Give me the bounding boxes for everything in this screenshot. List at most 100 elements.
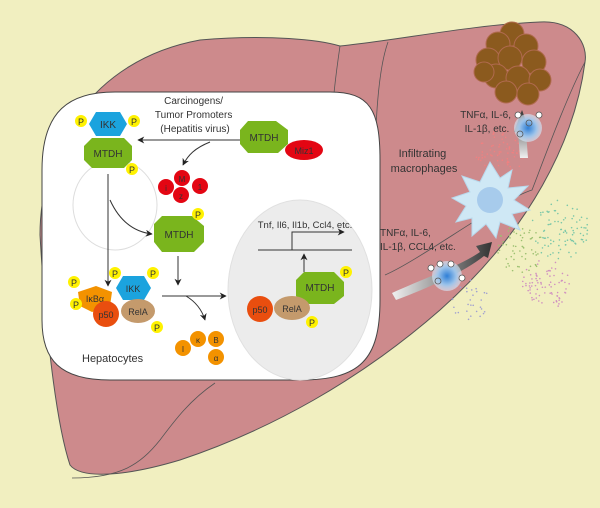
cytokine-dot [556, 291, 559, 294]
svg-text:M: M [179, 175, 186, 184]
cytokine-dot [477, 158, 480, 161]
ikk-protein [89, 112, 127, 136]
cytokine-dot [529, 229, 531, 232]
cytokine-dot [538, 294, 541, 297]
cytokine-dot [453, 306, 455, 309]
cytokine-dot [484, 156, 486, 158]
svg-text:z: z [179, 192, 183, 201]
cytokine-dot [535, 265, 538, 268]
cytokine-dot [490, 154, 492, 156]
cytokine-dot [539, 236, 542, 239]
cytokine-dot [566, 239, 569, 242]
infiltrating-macrophages-label: Infiltrating macrophages [391, 148, 458, 175]
ikk-label: IKK [100, 120, 116, 131]
cytokine-dot [483, 291, 486, 294]
p50-label: p50 [252, 305, 267, 315]
cytokine-dot [507, 152, 509, 154]
cytokine-dot [519, 250, 521, 252]
cytokine-dot [560, 221, 563, 224]
cytokine-dot [485, 292, 488, 295]
cytokine-dot [505, 258, 508, 260]
cytokine-dot [586, 229, 589, 232]
arrow-to-miz1 [182, 141, 211, 166]
hepatocytes-label: Hepatocytes [82, 353, 144, 365]
cytokine-dot [508, 148, 511, 150]
cytokine-dot [510, 255, 513, 258]
cytokine-dot [537, 281, 539, 284]
rela-protein [121, 299, 155, 323]
cytokine-dot [562, 218, 565, 221]
cytokine-dot [546, 270, 548, 273]
cytokine-dot [572, 215, 575, 217]
svg-text:κ: κ [196, 336, 201, 345]
cytokine-dot [553, 274, 555, 277]
cytokine-dot [501, 138, 504, 140]
cytokine-dot [525, 268, 528, 271]
cytokine-dot [493, 150, 496, 153]
cytokine-dot [554, 261, 557, 264]
cytokine-dot [586, 223, 589, 226]
cytokine-dot [564, 281, 566, 284]
svg-text:P: P [112, 269, 118, 279]
cytokine-dot [482, 312, 485, 315]
target-genes-label: Tnf, Il6, Il1b, Ccl4, etc. [258, 220, 353, 231]
cytokine-dot [550, 242, 552, 245]
cytokine-dot [472, 304, 475, 307]
miz1-dissociated: M i z 1 [158, 170, 208, 203]
svg-text:P: P [154, 323, 160, 333]
cytokine-dot [524, 252, 527, 255]
ikba-label: IκBα [86, 294, 104, 304]
ikba-degraded: I κ B α [175, 331, 224, 365]
cytokine-dot [531, 219, 534, 222]
cytokine-dot [557, 251, 560, 254]
p50-protein [93, 301, 119, 327]
cytokine-dot [535, 231, 537, 234]
cytokine-dot [558, 297, 561, 300]
cytokine-dot [571, 233, 574, 236]
cytokine-dot [575, 252, 577, 254]
cytokine-dot [585, 227, 587, 229]
cytokine-dot [564, 243, 567, 246]
cytokine-dot [564, 217, 567, 219]
cytokine-dot [529, 238, 532, 240]
cytokine-dot [544, 244, 546, 247]
cytokine-dot [534, 251, 537, 253]
miz1-protein [285, 140, 323, 160]
cytokine-dot [561, 272, 564, 275]
cytokine-dot [498, 153, 501, 155]
cytokine-dot [535, 272, 537, 275]
cytokine-dot [486, 153, 489, 155]
cytokine-dot [512, 149, 515, 152]
cytokine-dot [539, 277, 541, 280]
svg-text:P: P [150, 269, 156, 279]
cytokine-dot [582, 234, 585, 237]
cytokine-dot [549, 281, 552, 284]
phospho-site [340, 266, 352, 278]
cytokine-dot [524, 258, 527, 260]
cytokine-dot [470, 304, 472, 306]
cytokine-dot [507, 161, 510, 163]
cytokine-dot [507, 262, 509, 265]
cytokine-dot [552, 240, 555, 243]
cytokine-dot [470, 289, 473, 291]
cytokine-dot [501, 133, 504, 136]
cytokine-dot [534, 284, 537, 287]
cytokine-dot [561, 279, 564, 282]
phospho-group: P P P P P [68, 267, 163, 333]
mtdh-label: MTDH [94, 149, 123, 160]
phospho-site [192, 208, 204, 220]
cytokine-dot [557, 220, 559, 223]
mtdh-label: MTDH [165, 230, 194, 241]
cytokine-dot [528, 269, 530, 272]
cytokine-dot [513, 231, 515, 233]
cytokine-dot [502, 132, 505, 134]
cytokine-dot [516, 152, 518, 155]
cytokine-dot [513, 155, 516, 158]
cytokine-dot [475, 156, 478, 159]
cytokine-dot [518, 165, 521, 168]
cytokine-dot [550, 203, 553, 206]
svg-text:P: P [78, 117, 84, 127]
cytokine-dot [561, 301, 563, 303]
cytokine-dot [517, 142, 520, 145]
